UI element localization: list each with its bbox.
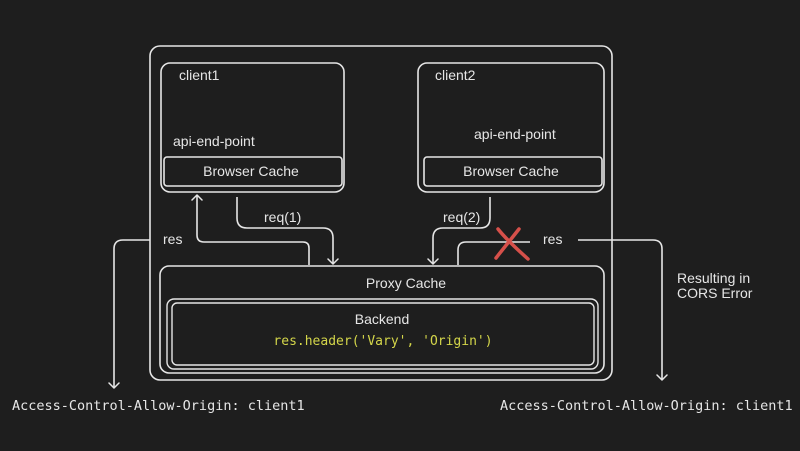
res-to-client2-blocked-line	[457, 241, 530, 265]
client1-endpoint: api-end-point	[173, 133, 255, 149]
res-left-arrow	[108, 239, 150, 389]
req2-label: req(2)	[443, 209, 480, 225]
req2-arrow	[427, 197, 491, 265]
client2-title: client2	[435, 67, 476, 83]
x-cross-icon	[494, 227, 530, 261]
header-right: Access-Control-Allow-Origin: client1	[500, 398, 793, 414]
req1-arrow	[236, 197, 339, 265]
backend-label: Backend	[355, 311, 409, 327]
client1-browser-cache-label: Browser Cache	[203, 163, 299, 179]
backend-box: Backend res.header('Vary', 'Origin')	[166, 298, 599, 370]
proxy-cache-label: Proxy Cache	[366, 275, 446, 291]
client2-endpoint: api-end-point	[474, 126, 556, 142]
client2-browser-cache-label: Browser Cache	[463, 163, 559, 179]
cors-error-line1: Resulting in	[677, 270, 750, 286]
header-left: Access-Control-Allow-Origin: client1	[12, 398, 305, 414]
res-left-label: res	[163, 231, 182, 247]
backend-code: res.header('Vary', 'Origin')	[273, 334, 492, 349]
req1-label: req(1)	[264, 209, 301, 225]
client1-browser-cache-box	[163, 156, 343, 187]
client1-box: client1 api-end-point Browser Cache	[160, 62, 345, 193]
system-frame	[149, 45, 613, 381]
res-to-client1-arrow	[191, 194, 310, 265]
res-right-arrow	[578, 239, 668, 381]
client2-browser-cache-box	[423, 156, 603, 187]
client2-box: client2 api-end-point Browser Cache	[417, 62, 605, 193]
res-right-label: res	[543, 231, 562, 247]
client1-title: client1	[179, 67, 220, 83]
cors-error-line2: CORS Error	[677, 285, 753, 301]
proxy-cache-box: Proxy Cache	[159, 265, 605, 374]
